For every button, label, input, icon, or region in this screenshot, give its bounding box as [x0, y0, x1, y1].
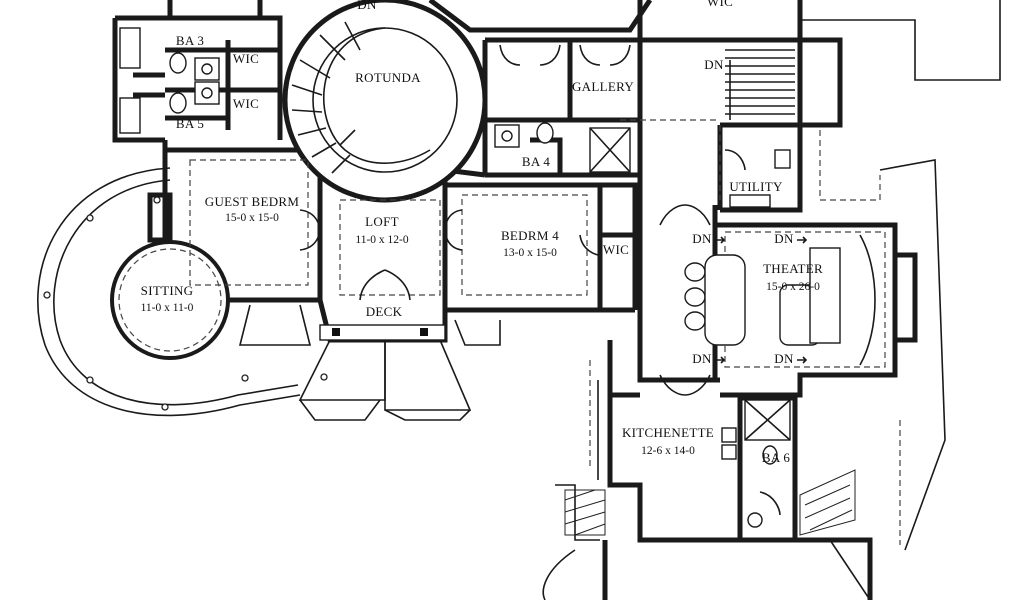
- loft-dimensions: 11-0 x 12-0: [355, 234, 408, 246]
- doors: [299, 44, 781, 516]
- guest-bedroom-dimensions: 15-0 x 15-0: [225, 212, 279, 224]
- sitting-dimensions: 11-0 x 11-0: [141, 302, 194, 314]
- wic-top-label: WIC: [707, 0, 733, 9]
- guest-bedroom-label: GUEST BEDRM: [205, 194, 300, 209]
- wic-c-label: WIC: [603, 242, 629, 257]
- rotunda-stair: [282, 0, 488, 203]
- ba3-label: BA 3: [176, 33, 204, 48]
- ba6-label: BA 6: [762, 450, 790, 465]
- stair-labels: DN DN DN DN DN DN: [357, 0, 808, 366]
- entry-hatch: [564, 360, 856, 536]
- utility-label: UTILITY: [729, 179, 783, 194]
- walls: [110, 0, 918, 600]
- deck-area: [238, 304, 501, 421]
- kitchenette-label: KITCHENETTE: [622, 425, 714, 440]
- fixtures: [119, 27, 876, 528]
- wic-a-label: WIC: [233, 51, 259, 66]
- theater-label: THEATER: [763, 261, 823, 276]
- room-labels: WIC BA 3 WIC WIC BA 5 ROTUNDA GALLERY BA…: [141, 0, 823, 465]
- loft-label: LOFT: [365, 214, 399, 229]
- dn-theater-label-3: DN: [692, 351, 712, 366]
- sitting-label: SITTING: [141, 283, 194, 298]
- dn-theater-label-2: DN: [774, 231, 794, 246]
- dn-right-stair-label: DN: [704, 57, 724, 72]
- rotunda-label: ROTUNDA: [355, 70, 421, 85]
- right-stair-treads: [725, 49, 795, 120]
- circular-terrace: [37, 167, 328, 417]
- bedroom4-label: BEDRM 4: [501, 228, 559, 243]
- ba5-label: BA 5: [176, 116, 204, 131]
- dn-theater-label-1: DN: [692, 231, 712, 246]
- wic-b-label: WIC: [233, 96, 259, 111]
- dn-rotunda-label: DN: [357, 0, 377, 12]
- bedroom4-dimensions: 13-0 x 15-0: [503, 247, 557, 259]
- deck-label: DECK: [366, 304, 403, 319]
- gallery-label: GALLERY: [572, 79, 634, 94]
- kitchenette-dimensions: 12-6 x 14-0: [641, 445, 695, 457]
- theater-dimensions: 15-0 x 26-0: [766, 281, 820, 293]
- dn-theater-label-4: DN: [774, 351, 794, 366]
- ba4-label: BA 4: [522, 154, 550, 169]
